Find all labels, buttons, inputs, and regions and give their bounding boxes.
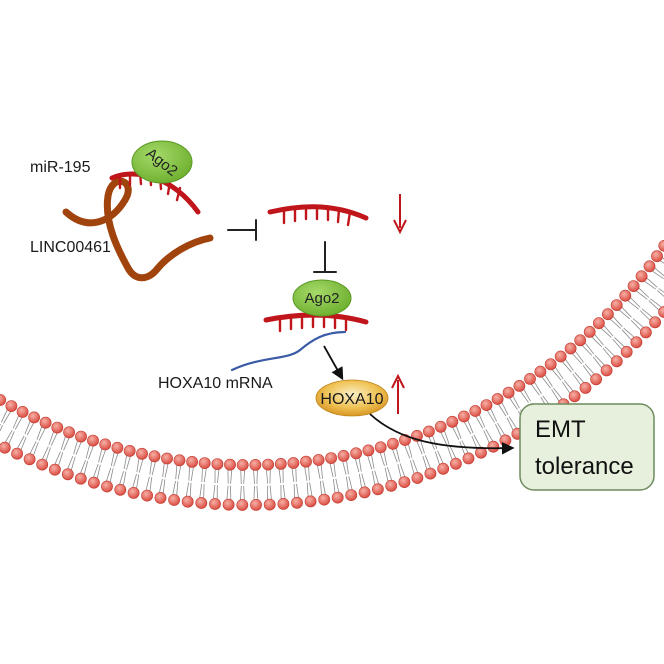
free-mirna xyxy=(267,204,369,227)
mirna-label: miR-195 xyxy=(30,159,91,176)
lipid-tails xyxy=(0,256,664,502)
ago2-protein-bottom: Ago2 xyxy=(292,279,352,317)
ago2-protein-top: Ago2 xyxy=(131,140,193,184)
emt-tolerance-box: EMT tolerance xyxy=(519,403,655,491)
red-down-arrow-icon xyxy=(393,194,407,235)
translation-arrow xyxy=(323,345,344,381)
mirna-mrna-complex: Ago2 xyxy=(230,279,369,372)
hoxa10-mrna-label: HOXA10 mRNA xyxy=(158,375,273,392)
mirna-base-pairs-lower xyxy=(278,312,348,333)
hoxa10-label: HOXA10 xyxy=(320,391,383,408)
lncrna-label: LINC00461 xyxy=(30,239,111,256)
lipid-bilayer-membrane xyxy=(0,239,664,511)
hoxa10-protein: HOXA10 xyxy=(315,379,389,417)
outcome-line-1: EMT xyxy=(535,416,586,443)
lncrna-strand xyxy=(62,177,214,282)
ago2-label-bottom: Ago2 xyxy=(304,290,339,307)
outcome-line-2: tolerance xyxy=(535,453,634,480)
free-mirna-ticks xyxy=(282,204,352,227)
inhibition-symbol-vertical xyxy=(313,241,337,273)
lipid-heads xyxy=(0,239,664,511)
hoxa10-mrna-strand xyxy=(230,330,347,372)
red-up-arrow-icon xyxy=(391,373,405,414)
free-mirna-strand xyxy=(267,204,369,221)
lncrna-mirna-complex: Ago2 xyxy=(62,140,214,282)
promotes-arrow xyxy=(369,413,515,455)
inhibition-symbol-horizontal xyxy=(227,219,257,241)
